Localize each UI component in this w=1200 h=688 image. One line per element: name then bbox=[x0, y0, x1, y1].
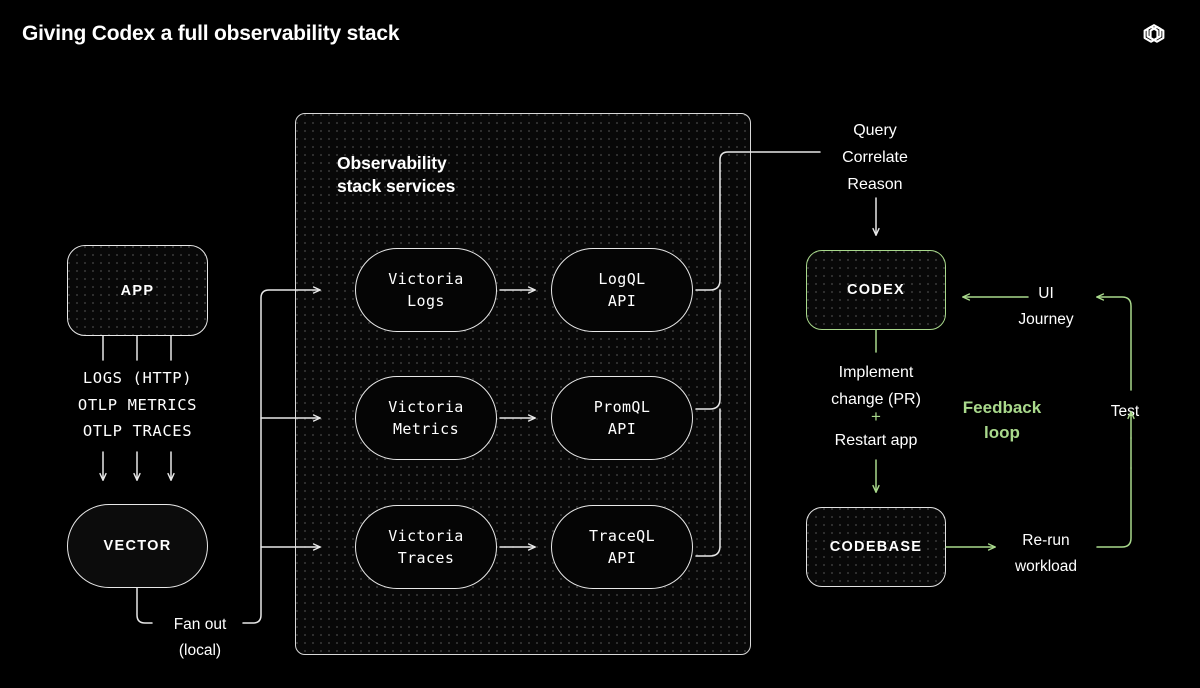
node-codebase[interactable]: CODEBASE bbox=[806, 507, 946, 587]
fan-out-label: Fan out (local) bbox=[173, 616, 227, 660]
wire-loop-top-to-ui bbox=[1096, 293, 1132, 391]
restart-app-label: Restart app bbox=[834, 432, 918, 449]
page-title: Giving Codex a full observability stack bbox=[22, 22, 400, 45]
node-victoria-logs[interactable]: Victoria Logs bbox=[355, 248, 497, 332]
panel-title: Observability stack services bbox=[337, 153, 456, 196]
implement-change-label: Implement change (PR) bbox=[831, 364, 921, 409]
feedback-loop-label: Feedback loop bbox=[962, 398, 1042, 442]
node-vector[interactable]: VECTOR bbox=[67, 504, 208, 588]
node-victoria-traces[interactable]: Victoria Traces bbox=[355, 505, 497, 589]
plus-label: + bbox=[871, 407, 881, 426]
node-codex[interactable]: CODEX bbox=[806, 250, 946, 330]
app-signal-stems bbox=[102, 335, 172, 361]
query-correlate-reason-label: Query Correlate Reason bbox=[842, 122, 908, 194]
node-logql-api[interactable]: LogQL API bbox=[551, 248, 693, 332]
node-traceql-api[interactable]: TraceQL API bbox=[551, 505, 693, 589]
ui-journey-label: UI Journey bbox=[1018, 285, 1074, 329]
openai-logo bbox=[1143, 24, 1165, 43]
test-label: Test bbox=[1110, 403, 1140, 420]
app-signals-label: LOGS (HTTP) OTLP METRICS OTLP TRACES bbox=[77, 369, 198, 441]
signal-arrows-to-vector bbox=[99, 451, 175, 481]
rerun-workload-label: Re-run workload bbox=[1014, 532, 1078, 576]
node-victoria-metrics[interactable]: Victoria Metrics bbox=[355, 376, 497, 460]
node-promql-api[interactable]: PromQL API bbox=[551, 376, 693, 460]
node-app[interactable]: APP bbox=[67, 245, 208, 336]
wire-rerun-to-loop bbox=[1096, 467, 1132, 548]
